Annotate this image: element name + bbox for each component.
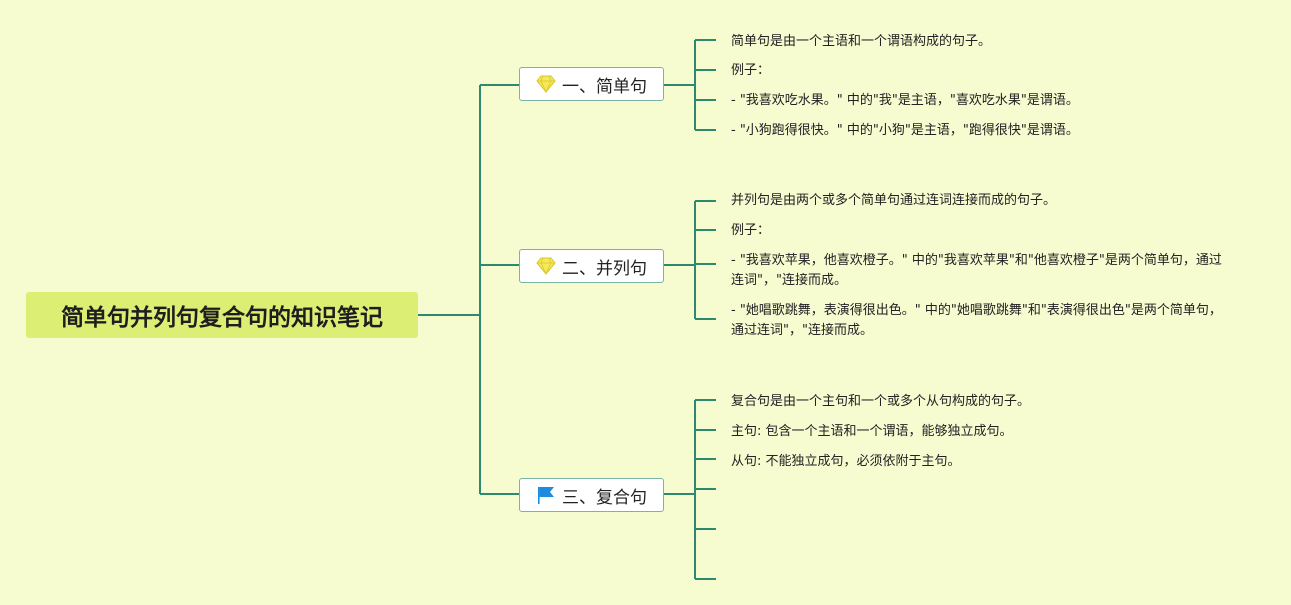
- leaf-2-2: 例子：: [731, 223, 771, 238]
- branch-compound-sentence[interactable]: 二、并列句: [519, 249, 664, 283]
- leaf-1-4: - "小狗跑得很快。" 中的"小狗"是主语，"跑得很快"是谓语。: [731, 123, 1079, 138]
- diamond-icon: [536, 257, 556, 275]
- leaf-3-1: 复合句是由一个主句和一个或多个从句构成的句子。: [731, 394, 1031, 409]
- leaf-2-3: - "我喜欢苹果，他喜欢橙子。" 中的"我喜欢苹果"和"他喜欢橙子"是两个简单句…: [731, 253, 1222, 288]
- leaf-3-2: 主句: 包含一个主语和一个谓语，能够独立成句。: [731, 424, 1013, 439]
- leaf-2-4: - "她唱歌跳舞，表演得很出色。" 中的"她唱歌跳舞"和"表演得很出色"是两个简…: [731, 303, 1222, 338]
- root-topic[interactable]: 简单句并列句复合句的知识笔记: [26, 292, 418, 338]
- leaf-2-1: 并列句是由两个或多个简单句通过连词连接而成的句子。: [731, 193, 1057, 208]
- branch-simple-sentence[interactable]: 一、简单句: [519, 67, 664, 101]
- branch-complex-sentence[interactable]: 三、复合句: [519, 478, 664, 512]
- root-title: 简单句并列句复合句的知识笔记: [61, 305, 383, 331]
- diamond-icon: [536, 75, 556, 93]
- leaf-3-3: 从句: 不能独立成句，必须依附于主句。: [731, 454, 961, 469]
- flag-icon: [536, 486, 556, 504]
- leaf-1-2: 例子：: [731, 63, 771, 78]
- leaf-1-1: 简单句是由一个主语和一个谓语构成的句子。: [731, 34, 992, 49]
- branch-label: 一、简单句: [562, 76, 647, 97]
- branch-label: 二、并列句: [562, 258, 647, 279]
- branch-label: 三、复合句: [562, 487, 647, 508]
- leaf-1-3: - "我喜欢吃水果。" 中的"我"是主语，"喜欢吃水果"是谓语。: [731, 93, 1079, 108]
